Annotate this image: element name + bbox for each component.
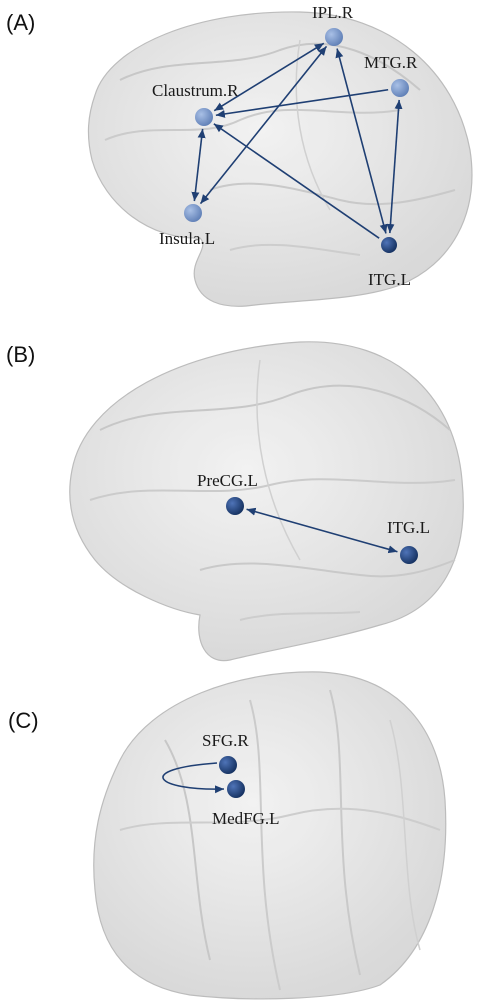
brain-surface-c: [93, 671, 447, 1000]
node-claustrum-r: Claustrum.R: [152, 81, 239, 126]
node-marker: [195, 108, 213, 126]
node-label-itg-l: ITG.L: [368, 270, 411, 289]
node-itg-l: ITG.L: [368, 237, 411, 289]
node-marker: [325, 28, 343, 46]
brain-surface-b: [69, 341, 464, 662]
panel-c: (C) SFG.R MedFG.L: [8, 671, 447, 1000]
node-ipl-r: IPL.R: [312, 3, 354, 46]
node-itg-l-b: ITG.L: [387, 518, 430, 564]
edges-c: [162, 762, 225, 794]
panel-b: (B) PreCG.L ITG.L: [6, 341, 464, 662]
node-label-itg-l-b: ITG.L: [387, 518, 430, 537]
node-precg-l: PreCG.L: [197, 471, 258, 515]
node-label-precg-l: PreCG.L: [197, 471, 258, 490]
node-marker: [184, 204, 202, 222]
node-label-ipl-r: IPL.R: [312, 3, 354, 22]
node-medfg-l: MedFG.L: [212, 780, 280, 828]
node-insula-l: Insula.L: [159, 204, 215, 248]
edges-b: [246, 507, 398, 554]
node-label-claustrum-r: Claustrum.R: [152, 81, 239, 100]
node-marker: [227, 780, 245, 798]
edge-itg-claustrum: [213, 123, 380, 239]
node-marker: [400, 546, 418, 564]
node-sfg-r: SFG.R: [202, 731, 249, 774]
edge-mtg-claustrum: [215, 88, 389, 118]
edge-precg-itg: [246, 507, 398, 554]
panel-b-label: (B): [6, 342, 35, 367]
node-marker: [226, 497, 244, 515]
node-marker: [391, 79, 409, 97]
panel-a: (A) IPL.R MTG.R Claustrum.R Insula.L: [6, 3, 473, 307]
node-label-medfg-l: MedFG.L: [212, 809, 280, 828]
edges-a: [191, 42, 403, 239]
edge-mtg-itg: [386, 99, 403, 234]
node-label-mtg-r: MTG.R: [364, 53, 418, 72]
node-marker: [219, 756, 237, 774]
panel-c-label: (C): [8, 708, 39, 733]
edge-ipl-insula: [199, 45, 328, 205]
edge-sfg-medfg: [162, 762, 225, 794]
node-label-insula-l: Insula.L: [159, 229, 215, 248]
panel-a-label: (A): [6, 10, 35, 35]
node-label-sfg-r: SFG.R: [202, 731, 249, 750]
edge-ipl-itg: [335, 48, 388, 234]
edge-claustrum-insula: [191, 128, 206, 202]
node-mtg-r: MTG.R: [364, 53, 418, 97]
node-marker: [381, 237, 397, 253]
